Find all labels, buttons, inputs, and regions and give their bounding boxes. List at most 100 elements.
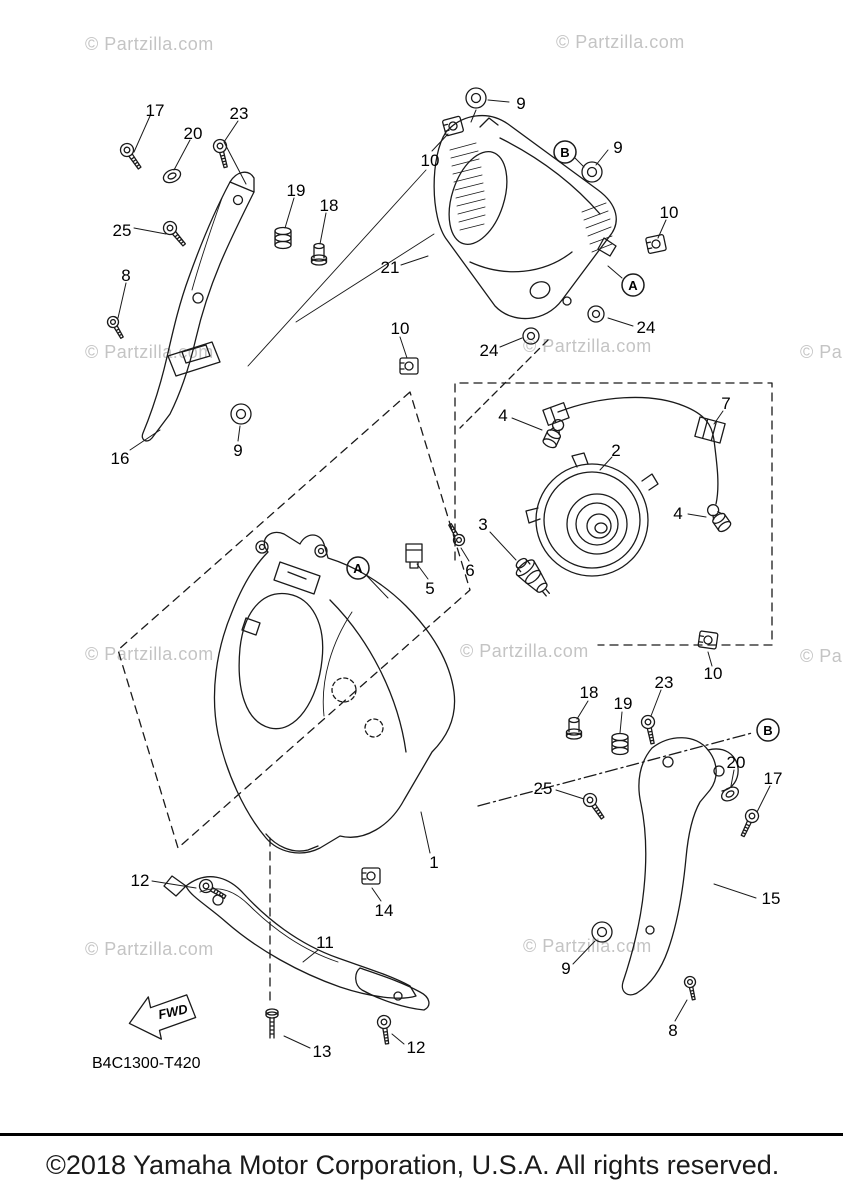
part-callout-18: 18 — [580, 683, 599, 702]
part-callout-10: 10 — [660, 203, 679, 222]
part-callout-16: 16 — [111, 449, 130, 468]
socket-4b — [703, 500, 733, 535]
watermark-text: © Partzilla.com — [85, 939, 214, 959]
watermark-text: © Partzilla.com — [523, 936, 652, 956]
part-callouts: 17 20 23 19 18 25 8 16 9 9 10 9 10 21 24… — [111, 94, 783, 1061]
part-callout-14: 14 — [375, 901, 394, 920]
part-callout-12: 12 — [131, 871, 150, 890]
visor-part-21 — [433, 114, 617, 320]
part-callout-8: 8 — [121, 266, 130, 285]
screw-8a — [104, 313, 128, 341]
part-callout-5: 5 — [425, 579, 434, 598]
watermark-text: © Partzilla.com — [85, 644, 214, 664]
part-callout-10: 10 — [391, 319, 410, 338]
watermark-text: © Partzilla.com — [85, 342, 214, 362]
part-callout-15: 15 — [762, 889, 781, 908]
part-callout-4: 4 — [498, 406, 507, 425]
screw-6 — [444, 521, 468, 549]
fwd-arrow: FWD — [128, 994, 197, 1040]
clip-10-mid — [399, 357, 419, 375]
screw-25b — [580, 790, 609, 823]
watermark-text: © Partzilla.com — [85, 34, 214, 54]
footer-divider — [0, 1133, 843, 1136]
grommet-9-top — [465, 87, 487, 109]
lens-part-2 — [525, 452, 659, 577]
grommet-9a — [230, 403, 252, 425]
part-callout-21: 21 — [381, 258, 400, 277]
watermark-text: © Partzilla.com — [556, 32, 685, 52]
part-callout-8: 8 — [668, 1021, 677, 1040]
part-callout-25: 25 — [113, 221, 132, 240]
watermark-text: © Partzilla.com — [460, 641, 589, 661]
part-callout-19: 19 — [287, 181, 306, 200]
part-callout-12: 12 — [407, 1038, 426, 1057]
nut-24a — [587, 305, 605, 323]
part-callout-23: 23 — [655, 673, 674, 692]
bulb-part-3 — [515, 557, 550, 597]
part-callout-1: 1 — [429, 853, 438, 872]
clip-10-visor — [644, 233, 668, 255]
clip-10-right — [697, 630, 719, 650]
part-callout-19: 19 — [614, 694, 633, 713]
diagram-code: B4C1300-T420 — [92, 1055, 201, 1072]
clip-14 — [361, 867, 381, 885]
diagram-line-art: A A B B FWD — [104, 87, 780, 1049]
part-callout-18: 18 — [320, 196, 339, 215]
reference-letters: A A B B — [346, 140, 780, 742]
under-cowl-part-11 — [163, 875, 430, 1011]
washer-20a — [160, 166, 184, 186]
part-callout-13: 13 — [313, 1042, 332, 1061]
parts-diagram-svg: © Partzilla.com © Partzilla.com © Partzi… — [85, 32, 843, 1072]
watermark-text: © Partzilla.com — [800, 646, 843, 666]
leader-lines — [117, 99, 771, 1049]
ref-letter-a: A — [353, 561, 363, 576]
watermark-text: © Partzilla.com — [800, 342, 843, 362]
part-callout-23: 23 — [230, 104, 249, 123]
part-callout-6: 6 — [465, 561, 474, 580]
screw-23a — [211, 137, 233, 170]
clip-part-5 — [405, 543, 423, 569]
screw-12b — [376, 1014, 395, 1046]
part-callout-24: 24 — [637, 318, 656, 337]
screw-17a — [117, 140, 146, 173]
part-callout-17: 17 — [146, 101, 165, 120]
screw-23b — [639, 713, 660, 746]
bolt-18b — [565, 716, 583, 740]
ref-letter-b: B — [560, 145, 569, 160]
bracket-part-15 — [621, 737, 739, 996]
part-callout-11: 11 — [316, 933, 334, 952]
harness-part-7 — [542, 396, 726, 505]
part-callout-20: 20 — [727, 753, 746, 772]
part-callout-24: 24 — [480, 341, 499, 360]
watermark-text: © Partzilla.com — [523, 336, 652, 356]
bracket-part-16 — [141, 171, 255, 442]
part-callout-9: 9 — [613, 138, 622, 157]
washer-20b — [718, 783, 742, 805]
fwd-label: FWD — [157, 1001, 190, 1022]
part-callout-20: 20 — [184, 124, 203, 143]
ref-letter-a: A — [628, 278, 638, 293]
headlight-cowl-part-1 — [213, 531, 456, 854]
ref-letter-b: B — [763, 723, 772, 738]
part-callout-9: 9 — [233, 441, 242, 460]
hardware — [104, 87, 762, 1046]
part-callout-7: 7 — [721, 394, 730, 413]
grommet-9-visor — [581, 161, 603, 183]
part-callout-25: 25 — [534, 779, 553, 798]
part-callout-9: 9 — [561, 959, 570, 978]
part-callout-3: 3 — [478, 515, 487, 534]
screw-8b — [682, 974, 700, 1002]
bolt-13 — [265, 1008, 279, 1039]
grommet-19a — [274, 226, 292, 250]
part-callout-2: 2 — [611, 441, 620, 460]
part-callout-4: 4 — [673, 504, 682, 523]
part-callout-10: 10 — [704, 664, 723, 683]
watermarks: © Partzilla.com © Partzilla.com © Partzi… — [85, 32, 843, 959]
part-callout-10: 10 — [421, 151, 440, 170]
grommet-19b — [611, 732, 629, 756]
bolt-18a — [310, 242, 328, 266]
part-callout-17: 17 — [764, 769, 783, 788]
part-callout-9: 9 — [516, 94, 525, 113]
footer-copyright: ©2018 Yamaha Motor Corporation, U.S.A. A… — [46, 1150, 780, 1180]
